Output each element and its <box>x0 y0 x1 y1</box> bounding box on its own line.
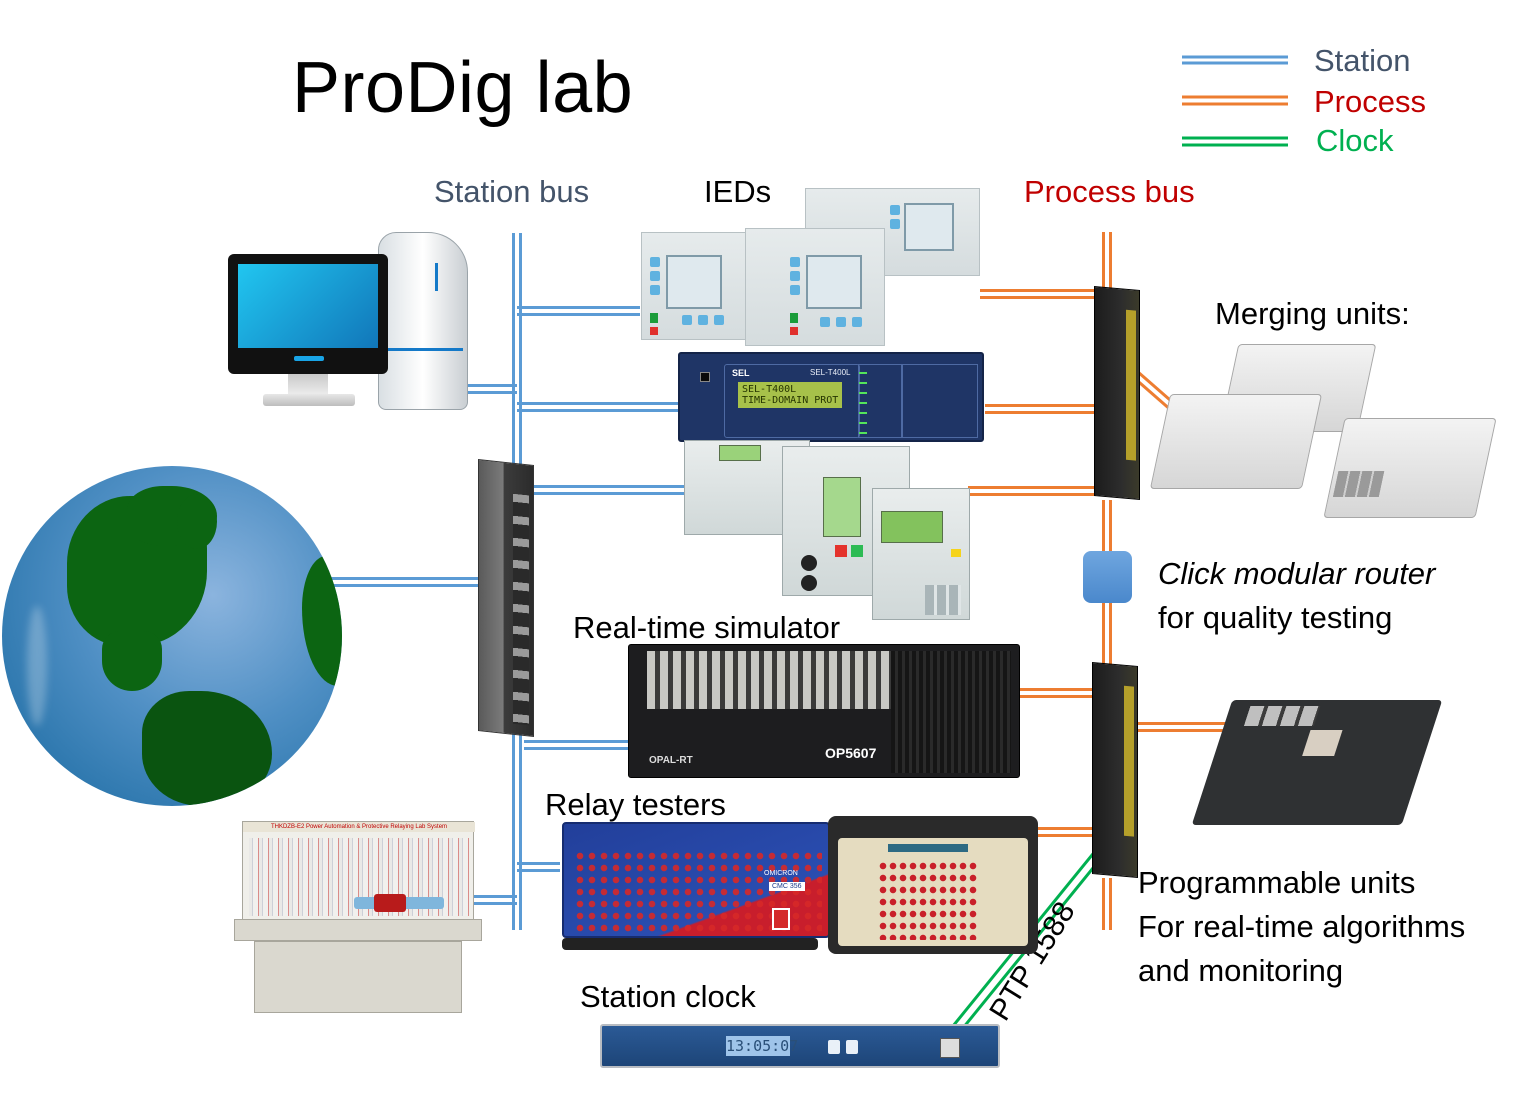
omicron-handle <box>562 938 818 950</box>
station-bus-label: Station bus <box>434 174 590 209</box>
process-link-doble <box>1036 827 1096 837</box>
sel-lcd: SEL-T400L TIME-DOMAIN PROT <box>738 382 843 408</box>
router-label-line2: for quality testing <box>1158 600 1393 635</box>
process-bus-label: Process bus <box>1024 174 1195 209</box>
click-modular-router-node[interactable] <box>1083 551 1132 603</box>
station-link-siemens <box>517 485 684 495</box>
process-link-sel <box>985 404 1096 414</box>
bench-cabinet <box>254 941 462 1013</box>
workstation-pc <box>228 232 473 412</box>
bench-desk <box>234 919 482 941</box>
programmable-unit-board <box>1191 700 1443 825</box>
bench-caption: THKDZB-E2 Power Automation & Protective … <box>243 822 475 832</box>
legend-swatch-clock <box>1182 136 1288 147</box>
merging-units-label: Merging units: <box>1215 296 1410 331</box>
process-switch-upper <box>1094 285 1140 501</box>
omicron-brand: OMICRON <box>764 870 798 877</box>
legend-label-process: Process <box>1314 84 1426 119</box>
internet-globe <box>2 466 342 806</box>
process-bus-bottom <box>1102 878 1112 930</box>
legend-swatch-station <box>1182 55 1288 65</box>
station-ethernet-switch <box>478 459 534 737</box>
opal-brand: OPAL-RT <box>649 755 693 766</box>
programmable-label-line1: Programmable units <box>1138 865 1416 900</box>
process-bus-mid-lower <box>1102 603 1112 667</box>
legend-swatch-process <box>1182 95 1288 106</box>
opal-rt-simulator: OPAL-RT OP5607 <box>628 644 1020 778</box>
station-clock-label: Station clock <box>580 979 756 1014</box>
ied-sel-t400l: SEL SEL-T400L SEL-T400L TIME-DOMAIN PROT <box>678 352 984 442</box>
legend-label-station: Station <box>1314 43 1411 78</box>
station-link-omicron <box>517 862 560 872</box>
process-bus-top <box>1102 232 1112 290</box>
relay-testers-label: Relay testers <box>545 787 726 822</box>
ieds-label: IEDs <box>704 174 772 209</box>
sel-lcd-line1: SEL-T400L <box>742 384 797 395</box>
station-link-sel <box>517 402 680 412</box>
pc-tower <box>378 232 468 410</box>
ied-abb-1 <box>641 232 751 340</box>
relay-tester-omicron: OMICRON CMC 356 <box>562 822 830 938</box>
ied-siemens-3 <box>872 488 970 620</box>
router-label-line1: Click modular router <box>1158 556 1436 591</box>
pc-monitor <box>228 254 388 374</box>
protective-relaying-lab-bench: THKDZB-E2 Power Automation & Protective … <box>234 815 482 1020</box>
process-bus-mid-upper <box>1102 500 1112 552</box>
relay-tester-doble <box>828 816 1038 954</box>
merging-unit-2 <box>1149 394 1323 489</box>
omicron-model: CMC 356 <box>769 882 805 891</box>
process-link-siemens <box>968 486 1096 496</box>
sel-lcd-line2: TIME-DOMAIN PROT <box>742 395 839 406</box>
station-clock-unit: 13:05:07 <box>600 1024 1000 1068</box>
ied-abb-2 <box>745 228 885 346</box>
opal-model: OP5607 <box>825 745 877 761</box>
clock-display: 13:05:07 <box>726 1036 799 1056</box>
process-switch-lower <box>1092 661 1138 879</box>
legend-label-clock: Clock <box>1316 123 1394 158</box>
page-title: ProDig lab <box>292 48 634 128</box>
sel-brand: SEL <box>732 368 750 378</box>
station-link-ied-abb <box>517 306 640 316</box>
programmable-label-line3: and monitoring <box>1138 953 1344 988</box>
programmable-label-line2: For real-time algorithms <box>1138 909 1466 944</box>
merging-unit-3 <box>1323 418 1497 518</box>
legend-swatches <box>1182 55 1288 147</box>
simulator-label: Real-time simulator <box>573 610 841 645</box>
sel-model: SEL-T400L <box>810 368 851 377</box>
process-link-ied-abb <box>980 289 1096 299</box>
